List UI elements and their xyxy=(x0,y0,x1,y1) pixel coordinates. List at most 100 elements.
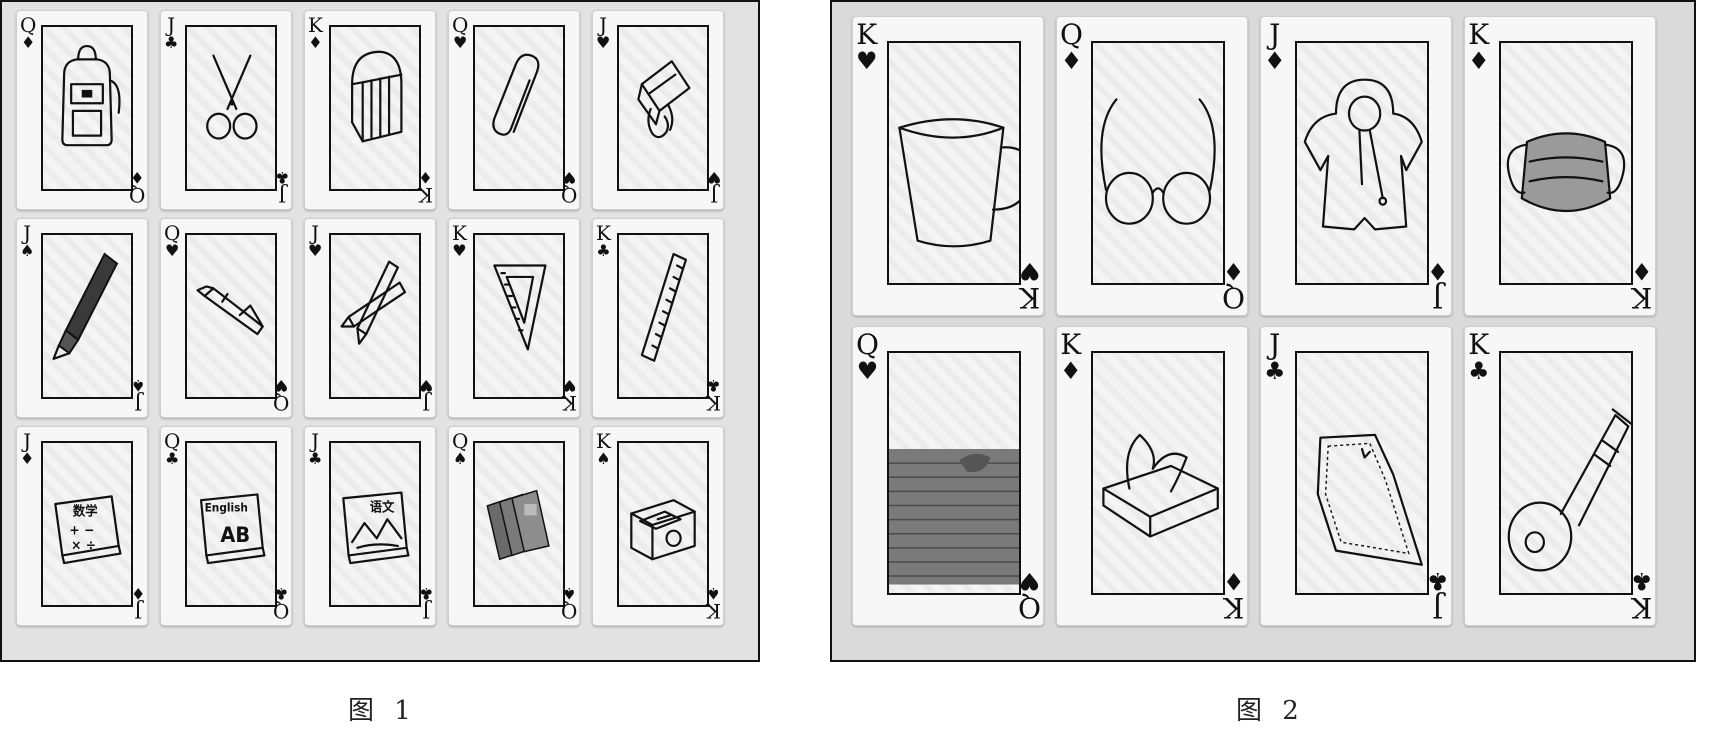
card-index-br: K♦ xyxy=(1631,257,1653,314)
face-mask-icon xyxy=(1501,43,1631,283)
glasses-icon xyxy=(1093,43,1223,283)
playing-card: K♥K♥ xyxy=(852,16,1044,316)
card-index-br: J♣ xyxy=(275,168,289,207)
card-rank: K xyxy=(562,391,577,415)
card-index-br: K♣ xyxy=(1631,567,1653,624)
suit-clubs-icon: ♣ xyxy=(308,449,323,468)
svg-text:AB: AB xyxy=(220,522,250,547)
card-picture-frame xyxy=(887,41,1021,285)
card-picture-frame xyxy=(617,233,709,399)
card-rank: J xyxy=(709,183,718,207)
card-picture-frame: 数学+ −× ÷ xyxy=(41,441,133,607)
card-rank: Q xyxy=(272,391,289,415)
card-index-br: J♥ xyxy=(707,168,721,207)
card-index-tl: J♦ xyxy=(1264,21,1286,74)
svg-text:数学: 数学 xyxy=(73,503,98,520)
card-index-br: Q♦ xyxy=(1222,257,1245,314)
card-picture-frame xyxy=(1295,351,1429,595)
card-rank: J xyxy=(167,13,176,37)
card-index-tl: K♥ xyxy=(856,21,878,74)
card-rank: K xyxy=(308,13,323,37)
card-index-tl: K♠ xyxy=(596,431,611,467)
suit-spades-icon: ♠ xyxy=(706,584,721,603)
svg-text:English: English xyxy=(205,501,248,515)
card-rank: Q xyxy=(560,183,577,207)
playing-card: Q♥Q♥ xyxy=(160,218,292,418)
card-index-tl: K♣ xyxy=(1468,331,1490,384)
card-picture-frame xyxy=(1091,351,1225,595)
card-rank: K xyxy=(1060,328,1082,361)
card-rank: Q xyxy=(128,183,145,207)
card-rank: J xyxy=(133,599,142,623)
card-rank: K xyxy=(1223,591,1245,624)
suit-diamonds-icon: ♦ xyxy=(1060,357,1082,385)
suit-diamonds-icon: ♦ xyxy=(129,168,144,187)
suit-spades-icon: ♠ xyxy=(20,241,35,260)
card-rank: K xyxy=(1468,18,1490,51)
card-index-br: J♠ xyxy=(131,376,145,415)
suit-diamonds-icon: ♦ xyxy=(130,584,145,603)
math-book-icon: 数学+ −× ÷ xyxy=(43,443,131,605)
suit-hearts-icon: ♥ xyxy=(273,376,288,395)
playing-card: J♦J♦ xyxy=(1260,16,1452,316)
card-index-tl: K♦ xyxy=(1060,328,1082,385)
pencils-icon xyxy=(331,235,419,397)
playing-card: K♦ K♦ xyxy=(1464,16,1656,316)
card-index-tl: Q♣ xyxy=(164,431,180,467)
card-index-tl: J♦ xyxy=(20,431,34,467)
card-index-br: Q♠ xyxy=(561,584,577,623)
card-rank: J xyxy=(277,183,286,207)
card-index-br: K♥ xyxy=(562,376,577,415)
marker-icon xyxy=(43,235,131,397)
svg-text:× ÷: × ÷ xyxy=(71,538,96,554)
card-rank: J xyxy=(1432,591,1444,624)
suit-clubs-icon: ♣ xyxy=(1631,567,1653,595)
card-rank: J xyxy=(133,391,142,415)
playing-card: Q♦Q♦ xyxy=(16,10,148,210)
card-index-tl: J♠ xyxy=(20,223,34,259)
suit-clubs-icon: ♣ xyxy=(1264,357,1286,385)
card-rank: K xyxy=(1019,281,1041,314)
card-picture-frame xyxy=(1499,351,1633,595)
set-square-icon xyxy=(475,235,563,397)
card-rank: K xyxy=(1631,281,1653,314)
playing-card: 数学+ −× ÷J♦ J♦ xyxy=(16,426,148,626)
card-index-tl: J♥ xyxy=(308,223,322,259)
card-rank: Q xyxy=(452,13,469,37)
workbooks-icon xyxy=(475,443,563,605)
scissors-icon xyxy=(187,27,275,189)
card-index-br: K♦ xyxy=(1223,567,1245,624)
card-rank: J xyxy=(421,599,430,623)
playing-card: K♣K♣ xyxy=(592,218,724,418)
card-rank: J xyxy=(1432,281,1444,314)
suit-clubs-icon: ♣ xyxy=(165,449,180,468)
fountain-pen-icon xyxy=(187,235,275,397)
card-rank: J xyxy=(311,429,320,453)
suit-hearts-icon: ♥ xyxy=(165,241,180,260)
pencil-case-icon xyxy=(331,27,419,189)
card-rank: K xyxy=(596,429,611,453)
suit-hearts-icon: ♥ xyxy=(452,241,467,260)
suit-hearts-icon: ♥ xyxy=(308,241,323,260)
card-index-tl: K♦ xyxy=(1468,18,1490,74)
paper-clip-icon xyxy=(475,27,563,189)
playing-card: Q♥Q♥ xyxy=(448,10,580,210)
playing-card: J♠J♠ xyxy=(16,218,148,418)
handkerchief-icon xyxy=(1297,353,1427,593)
playing-card: Q♠Q♠ xyxy=(448,426,580,626)
card-rank: K xyxy=(1631,591,1653,624)
backpack-icon xyxy=(43,27,131,189)
suit-clubs-icon: ♣ xyxy=(418,584,433,603)
card-index-tl: Q♥ xyxy=(856,331,879,384)
card-index-br: K♦ xyxy=(418,168,433,207)
suit-clubs-icon: ♣ xyxy=(273,584,288,603)
card-rank: K xyxy=(452,221,467,245)
card-index-br: K♣ xyxy=(706,376,721,415)
figure-2-caption: 图 2 xyxy=(1236,696,1305,726)
card-rank: J xyxy=(1269,328,1281,361)
ruler-icon xyxy=(619,235,707,397)
chinese-book-icon: 语文 xyxy=(331,443,419,605)
suit-hearts-icon: ♥ xyxy=(561,168,576,187)
playing-card: J♣J♣ xyxy=(160,10,292,210)
